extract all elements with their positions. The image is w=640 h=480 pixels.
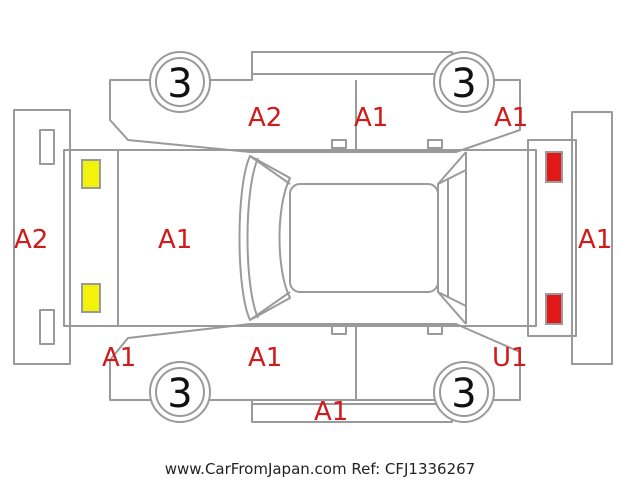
code-front-bumper: A2 (14, 225, 48, 255)
rear-left-red-marker (545, 151, 563, 183)
tire-rear-left: 3 (433, 51, 495, 113)
tire-front-right: 3 (149, 361, 211, 423)
tire-rear-right-count: 3 (451, 371, 476, 417)
front-bumper (13, 109, 71, 365)
tire-rear-right: 3 (433, 361, 495, 423)
tire-front-left: 3 (149, 51, 211, 113)
tire-front-left-count: 3 (167, 61, 192, 107)
code-quarter-right: U1 (492, 343, 528, 373)
car-body-top (63, 139, 577, 337)
code-door-left: A1 (354, 103, 388, 133)
code-rear-bumper: A1 (578, 225, 612, 255)
code-quarter-left: A1 (494, 103, 528, 133)
tire-rear-left-count: 3 (451, 61, 476, 107)
code-rocker-right: A1 (314, 397, 348, 427)
front-left-yellow-marker (81, 159, 101, 189)
code-fender-front-right: A1 (102, 343, 136, 373)
footer-reference: www.CarFromJapan.com Ref: CFJ1336267 (165, 460, 475, 478)
code-hood: A1 (158, 225, 192, 255)
front-right-yellow-marker (81, 283, 101, 313)
tire-front-right-count: 3 (167, 371, 192, 417)
rear-bumper (571, 111, 613, 365)
rear-right-red-marker (545, 293, 563, 325)
code-fender-front-left: A2 (248, 103, 282, 133)
code-door-right: A1 (248, 343, 282, 373)
